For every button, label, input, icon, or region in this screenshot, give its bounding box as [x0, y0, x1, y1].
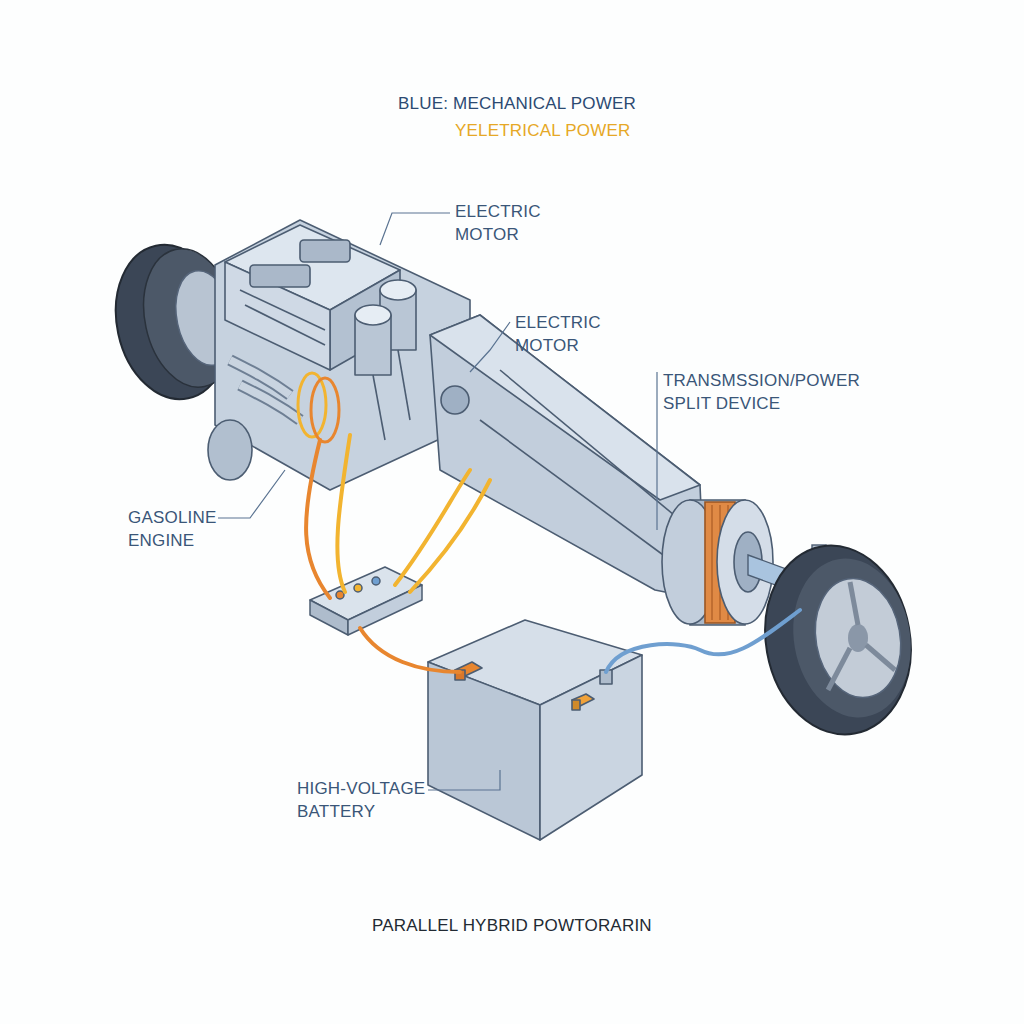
- high-voltage-battery: [428, 620, 642, 840]
- part-label: HIGH-VOLTAGE BATTERY: [297, 777, 437, 823]
- part-label: GASOLINE ENGINE: [128, 506, 228, 552]
- leader-lines: [218, 213, 657, 790]
- legend-text: YELETRICAL POWER: [455, 119, 630, 142]
- part-label: ELECTRIC MOTOR: [455, 200, 555, 246]
- inverter-box: [310, 567, 422, 635]
- right-wheel: [751, 534, 926, 746]
- legend-text: BLUE: MECHANICAL POWER: [398, 92, 636, 115]
- part-label: ELECTRIC MOTOR: [515, 311, 615, 357]
- power-cables: [306, 435, 800, 672]
- caption: PARALLEL HYBRID POWTORARIN: [372, 914, 652, 937]
- part-label: TRANSMSSION/POWER SPLIT DEVICE: [663, 369, 873, 415]
